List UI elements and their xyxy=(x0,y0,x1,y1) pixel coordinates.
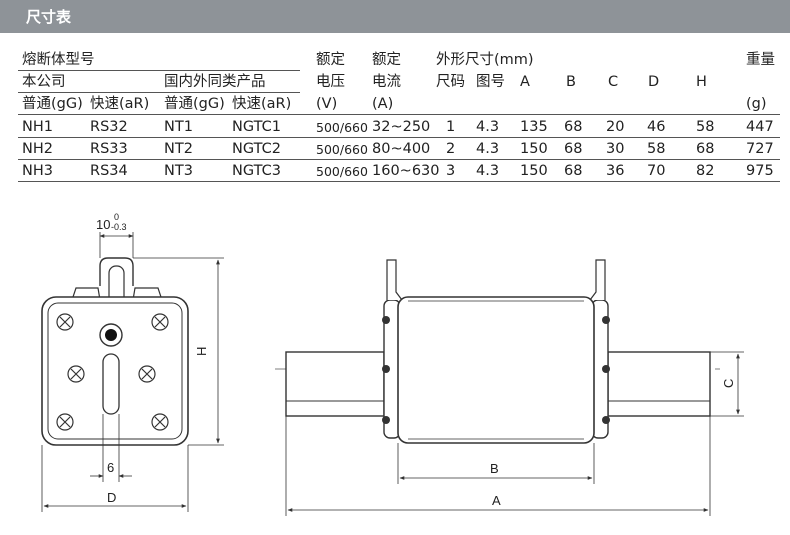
cell-D: 46 xyxy=(647,119,666,135)
header-rated-voltage-top: 额定 xyxy=(316,52,345,68)
screw-icon xyxy=(56,413,74,431)
header-D: D xyxy=(648,74,660,90)
header-domestic-ar: 快速(aR) xyxy=(232,96,292,112)
section-title: 尺寸表 xyxy=(26,8,72,26)
header-domestic-gg: 普通(gG) xyxy=(164,96,225,112)
fuse-technical-drawing: 10 0 -0.3 H 6 D xyxy=(41,212,744,516)
screw-icon xyxy=(56,313,74,331)
cell-ar: RS32 xyxy=(90,119,128,135)
cell-C: 20 xyxy=(606,119,625,135)
header-figure: 图号 xyxy=(476,74,505,90)
screw-icon xyxy=(151,413,169,431)
cell-domestic-ar: NGTC3 xyxy=(232,163,281,179)
cell-figure: 4.3 xyxy=(476,163,500,179)
rule-row-1 xyxy=(18,137,780,138)
dimension-table: 熔断体型号 额定 额定 外形尺寸(mm) 重量 本公司 国内外同类产品 电压 电… xyxy=(0,44,790,184)
rule-row-2 xyxy=(18,159,780,160)
header-A: A xyxy=(520,74,530,90)
cell-D: 58 xyxy=(647,141,666,157)
header-current-unit: (A) xyxy=(372,96,394,112)
screw-icon xyxy=(138,365,156,383)
dim-10-tol-lower: -0.3 xyxy=(111,222,127,232)
header-domestic: 国内外同类产品 xyxy=(164,74,266,90)
cell-H: 58 xyxy=(696,119,715,135)
cell-size: 2 xyxy=(446,141,456,157)
cell-C: 30 xyxy=(606,141,625,157)
front-view: 10 0 -0.3 H 6 D xyxy=(41,212,224,512)
cell-B: 68 xyxy=(564,119,583,135)
screw-icon xyxy=(67,365,85,383)
cell-figure: 4.3 xyxy=(476,141,500,157)
cell-C: 36 xyxy=(606,163,625,179)
dim-D-label: D xyxy=(107,490,116,505)
cell-figure: 4.3 xyxy=(476,119,500,135)
cell-gg: NH3 xyxy=(22,163,53,179)
cell-gg: NH2 xyxy=(22,141,53,157)
header-bar: 尺寸表 xyxy=(0,0,790,33)
cell-voltage: 500/660 xyxy=(316,120,368,135)
header-weight-unit: (g) xyxy=(746,96,767,112)
cell-domestic-gg: NT1 xyxy=(164,119,193,135)
cell-domestic-gg: NT3 xyxy=(164,163,193,179)
dim-H-label: H xyxy=(194,347,209,356)
cell-A: 135 xyxy=(520,119,548,135)
dim-10-tol-upper: 0 xyxy=(114,212,119,222)
cell-ar: RS34 xyxy=(90,163,128,179)
cell-domestic-ar: NGTC2 xyxy=(232,141,281,157)
cell-ar: RS33 xyxy=(90,141,128,157)
side-view: B A C xyxy=(275,259,744,516)
cell-weight: 447 xyxy=(746,119,774,135)
rule-company xyxy=(18,92,300,93)
dim-A-label: A xyxy=(492,493,501,508)
header-B: B xyxy=(566,74,576,90)
dim-B-label: B xyxy=(490,461,499,476)
cell-A: 150 xyxy=(520,141,548,157)
cell-voltage: 500/660 xyxy=(316,164,368,179)
cell-current: 160~630 xyxy=(372,163,440,179)
header-company: 本公司 xyxy=(22,74,66,90)
rule-table-bottom xyxy=(18,181,780,182)
dim-C-label: C xyxy=(721,379,736,388)
cell-weight: 727 xyxy=(746,141,774,157)
cell-current: 80~400 xyxy=(372,141,431,157)
screw-icon xyxy=(151,313,169,331)
cell-domestic-ar: NGTC1 xyxy=(232,119,281,135)
header-voltage-unit: (V) xyxy=(316,96,338,112)
rule-header-bottom xyxy=(18,114,780,115)
header-H: H xyxy=(696,74,707,90)
rule-fuse-model xyxy=(18,70,300,71)
cell-D: 70 xyxy=(647,163,666,179)
cell-size: 1 xyxy=(446,119,456,135)
header-company-ar: 快速(aR) xyxy=(90,96,150,112)
cell-B: 68 xyxy=(564,163,583,179)
header-fuse-model: 熔断体型号 xyxy=(22,52,95,68)
header-company-gg: 普通(gG) xyxy=(22,96,83,112)
cell-weight: 975 xyxy=(746,163,774,179)
dim-6-label: 6 xyxy=(107,460,114,475)
cell-A: 150 xyxy=(520,163,548,179)
header-size: 尺码 xyxy=(436,74,465,90)
header-current: 电流 xyxy=(372,74,401,90)
header-voltage: 电压 xyxy=(316,74,345,90)
header-outline: 外形尺寸(mm) xyxy=(436,52,534,68)
cell-current: 32~250 xyxy=(372,119,431,135)
cell-domestic-gg: NT2 xyxy=(164,141,193,157)
header-weight: 重量 xyxy=(746,52,775,68)
cell-voltage: 500/660 xyxy=(316,142,368,157)
header-rated-current-top: 额定 xyxy=(372,52,401,68)
cell-B: 68 xyxy=(564,141,583,157)
cell-H: 68 xyxy=(696,141,715,157)
cell-size: 3 xyxy=(446,163,456,179)
header-C: C xyxy=(608,74,619,90)
cell-gg: NH1 xyxy=(22,119,53,135)
cell-H: 82 xyxy=(696,163,715,179)
dim-10-label: 10 xyxy=(96,217,110,232)
